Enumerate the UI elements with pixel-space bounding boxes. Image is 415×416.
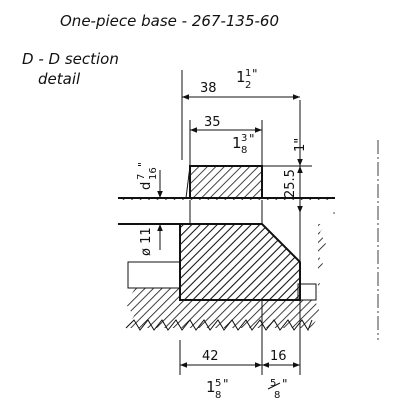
svg-text:1: 1 [232, 134, 242, 152]
dim-16-label: 16 [270, 349, 287, 364]
dim-5-8-label: 5 8 " [267, 377, 288, 401]
serrated-edge [125, 319, 313, 332]
upper-block [189, 165, 263, 199]
section-label-detail: detail [38, 70, 81, 88]
svg-text:1: 1 [206, 378, 216, 396]
lower-hub [179, 223, 301, 301]
svg-text:": " [282, 377, 288, 391]
hub-white-band [190, 200, 262, 224]
section-label: D - D section [22, 50, 119, 68]
svg-text:2: 2 [245, 80, 251, 91]
svg-text:1: 1 [245, 68, 251, 79]
svg-text:": " [249, 132, 255, 146]
dim-35-label: 35 [204, 115, 221, 130]
svg-text:": " [223, 377, 229, 391]
svg-text:8: 8 [215, 390, 221, 401]
svg-text:5: 5 [270, 378, 276, 389]
dim-1-3-8-label: 1 3 8 " [232, 132, 255, 156]
svg-text:": " [252, 67, 258, 81]
svg-text:1: 1 [236, 68, 246, 86]
svg-text:3: 3 [241, 133, 247, 144]
svg-text:": " [136, 162, 149, 167]
right-notch [262, 224, 318, 298]
left-step [127, 261, 181, 289]
dim-1-half-label: 1 1 2 " [236, 67, 258, 91]
svg-text:8: 8 [274, 390, 280, 401]
dim-25-5-label: 25.5 [283, 169, 298, 198]
svg-text:d: d [139, 182, 154, 190]
dim-42-label: 42 [202, 349, 219, 364]
dim-38-label: 38 [200, 81, 217, 96]
dim-1-inch-label: 1" [293, 138, 308, 152]
svg-text:5: 5 [215, 378, 221, 389]
dim-d-7-16-label: d 7 16 " [136, 162, 159, 190]
dim-1-5-8-label: 1 5 8 " [206, 377, 229, 401]
drawing-title: One-piece base - 267-135-60 [60, 12, 279, 30]
svg-text:8: 8 [241, 145, 247, 156]
svg-text:16: 16 [148, 167, 159, 180]
dim-dia-11-label: ø 11 [139, 227, 154, 256]
svg-text:7: 7 [136, 174, 147, 180]
